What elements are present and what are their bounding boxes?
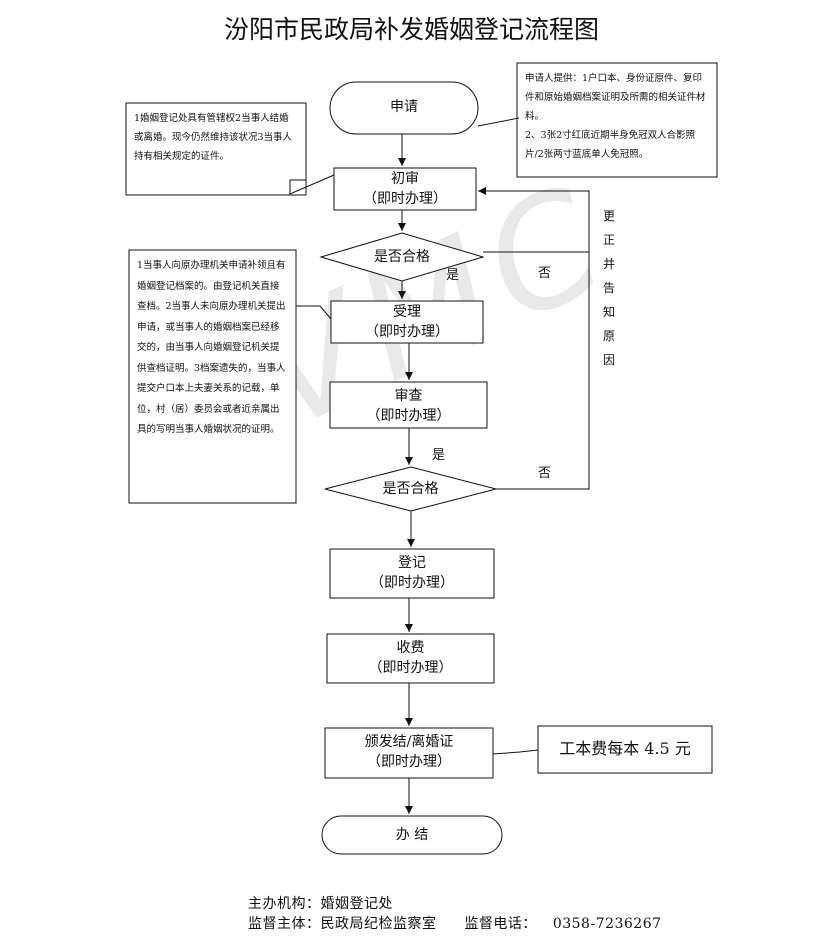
note-jurisdiction-box [125,102,307,196]
issue-node: 颁发结/离婚证 （即时办理） [325,732,493,772]
correct-notice-label: 更正并告知原因 [602,209,615,367]
note-applicant-box [516,62,718,178]
qualified-1-node: 是否合格 [321,247,483,267]
accept-node: 受理 （即时办理） [331,302,483,342]
qualified-2-node: 是否合格 [325,479,496,499]
footer-phone: 0358-7236267 [552,916,662,932]
review-sub: （即时办理） [366,408,451,424]
apply-shape [329,81,479,135]
footer-phone-label: 监督电话： [464,916,537,932]
initial-review-label: 初审 [391,171,419,187]
register-label: 登记 [398,555,426,571]
apply-label: 申请 [390,99,418,115]
note-jurisdiction: 1婚姻登记处具有管辖权2当事人结婚或离婚。现今仍然维持该状况3当事人持有相关规定… [134,113,293,162]
footer-supervisor-line: 监督主体：民政局纪检监察室 监督电话： 0358-7236267 [248,913,662,933]
fee-shape [326,633,495,684]
issue-label: 颁发结/离婚证 [364,734,454,750]
yes-label-2: 是 [432,448,446,463]
note-applicant: 申请人提供：1户口本、身份证原件、复印件和原始婚姻档案证明及所需的相关证件材料。… [525,73,706,160]
review-label: 审查 [394,388,423,404]
fee-node: 收费 （即时办理） [327,638,494,678]
apply-node: 申请 [330,97,478,117]
note-archive: 1当事人向原办理机关申请补领且有婚姻登记档案的。由登记机关直接查档。2当事人未向… [137,260,286,435]
footer-organizer: 主办机构：婚姻登记处 [248,896,393,912]
footer-supervisor: 监督主体：民政局纪检监察室 [248,916,437,932]
fee-sub: （即时办理） [368,660,453,676]
register-shape [329,548,495,599]
initial-review-node: 初审 （即时办理） [334,169,476,209]
accept-shape [330,300,484,344]
qualified-1-shape [319,232,485,282]
accept-sub: （即时办理） [365,324,449,340]
register-node: 登记 （即时办理） [330,553,494,593]
qualified-1-label: 是否合格 [374,249,430,265]
review-node: 审查 （即时办理） [330,386,487,426]
initial-review-sub: （即时办理） [363,191,447,207]
no-label-2: 否 [538,466,552,481]
note-archive-box [128,249,297,504]
yes-label-1: 是 [446,268,460,283]
register-sub: （即时办理） [370,575,454,591]
initial-review-shape [333,167,477,211]
issue-sub: （即时办理） [367,754,451,770]
no-label-1: 否 [538,266,552,281]
fee-label: 收费 [396,640,425,656]
accept-label: 受理 [393,304,421,320]
finish-node: 办 结 [322,825,502,845]
note-fee-box [537,725,713,774]
page-title: 汾阳市民政局补发婚姻登记流程图 [223,15,599,44]
qualified-2-label: 是否合格 [382,481,439,497]
finish-label: 办 结 [395,827,429,843]
fee-amount-note: 工本费每本 4.5 元 [559,739,691,758]
finish-shape [321,815,503,855]
